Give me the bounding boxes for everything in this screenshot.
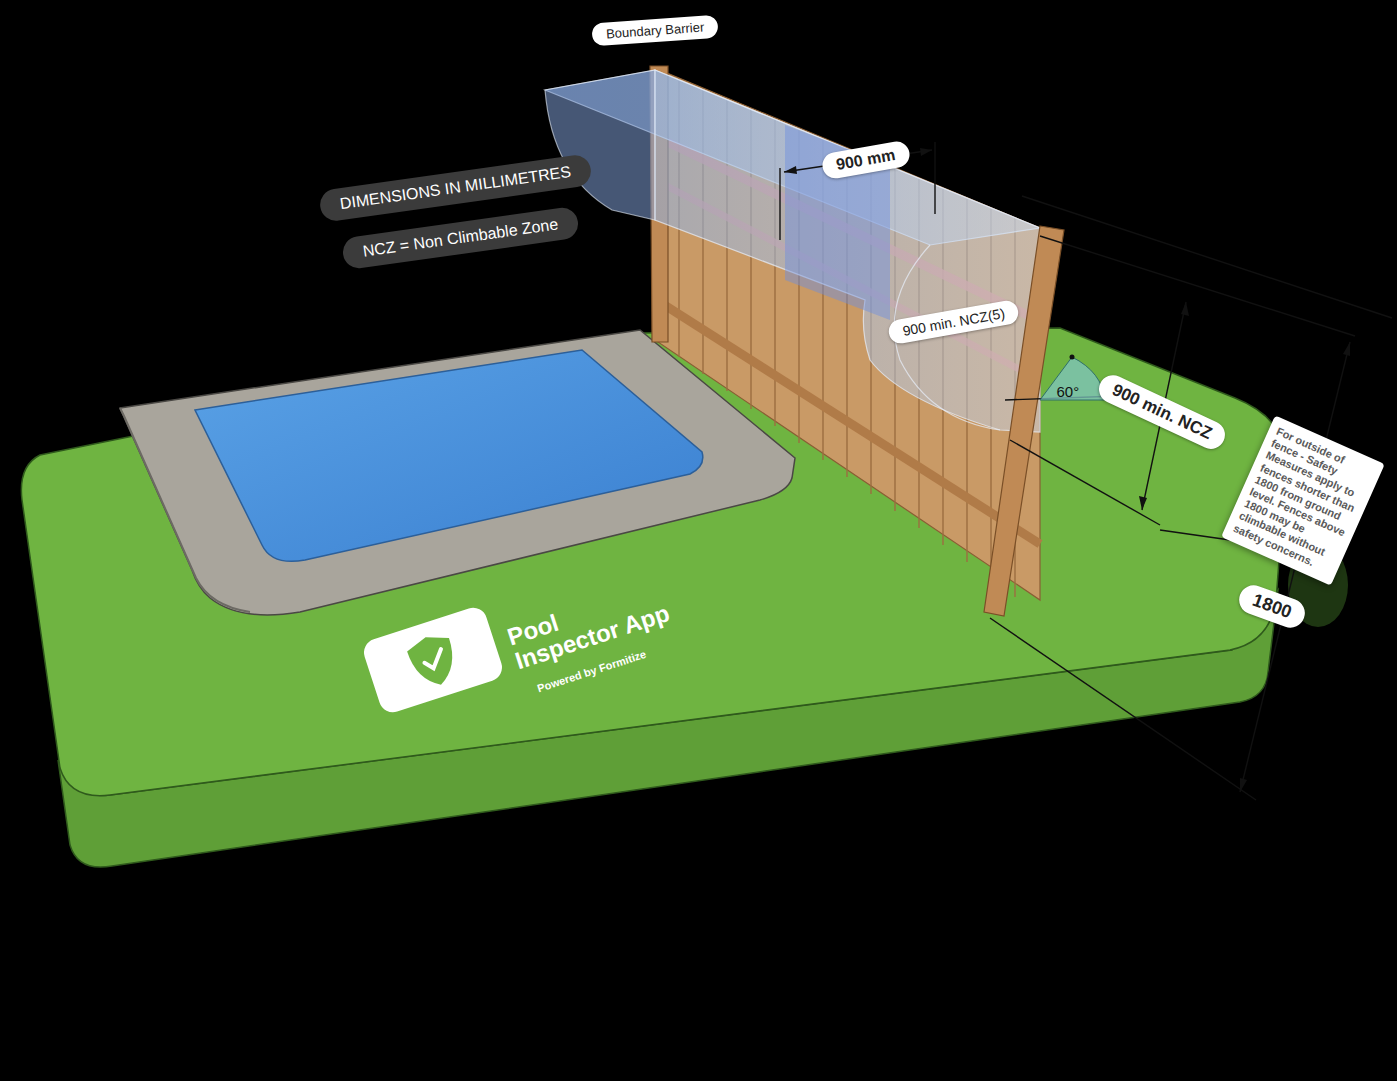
extension-line: [1010, 440, 1160, 525]
fence-post: [984, 226, 1064, 616]
ncz-outside-face: [655, 70, 1040, 432]
arrowhead: [1343, 342, 1350, 356]
key-pill: NCZ = Non Climbable Zone: [340, 206, 579, 271]
label-text: 60°: [1057, 384, 1080, 400]
dimension-lines: [780, 142, 1392, 800]
extension-line: [1040, 236, 1355, 336]
extension-line: [990, 618, 1256, 800]
fence-panel: [655, 68, 1040, 600]
node-text: NCZ = Non Climbable Zone: [361, 215, 559, 260]
pool-coping: [120, 330, 795, 615]
ncz-curved-zone: [545, 70, 655, 220]
app-logo-icon: [360, 604, 505, 716]
arrowhead: [1181, 302, 1189, 316]
arrowhead: [1240, 778, 1247, 792]
barrier-label: Boundary Barrier: [591, 14, 719, 46]
arrowhead: [784, 166, 797, 174]
logo-shield: [405, 630, 462, 691]
ground-top: [21, 328, 1286, 796]
dimension-line: [934, 142, 935, 214]
logo-tile: [360, 604, 505, 716]
node-text: Boundary Barrier: [606, 19, 705, 41]
extension-line: [1022, 196, 1392, 318]
dimension-line: [779, 168, 780, 240]
angle-vertex: [1070, 355, 1075, 360]
arrowhead: [1139, 496, 1147, 510]
angle-label: 60°: [1057, 384, 1080, 400]
angle-wedge: [1040, 357, 1105, 400]
arrowhead: [920, 148, 932, 156]
extension-line: [1160, 530, 1230, 540]
logo-check: [422, 649, 446, 670]
pool-water: [195, 350, 703, 561]
node-text: DIMENSIONS IN MILLIMETRES: [338, 163, 571, 213]
